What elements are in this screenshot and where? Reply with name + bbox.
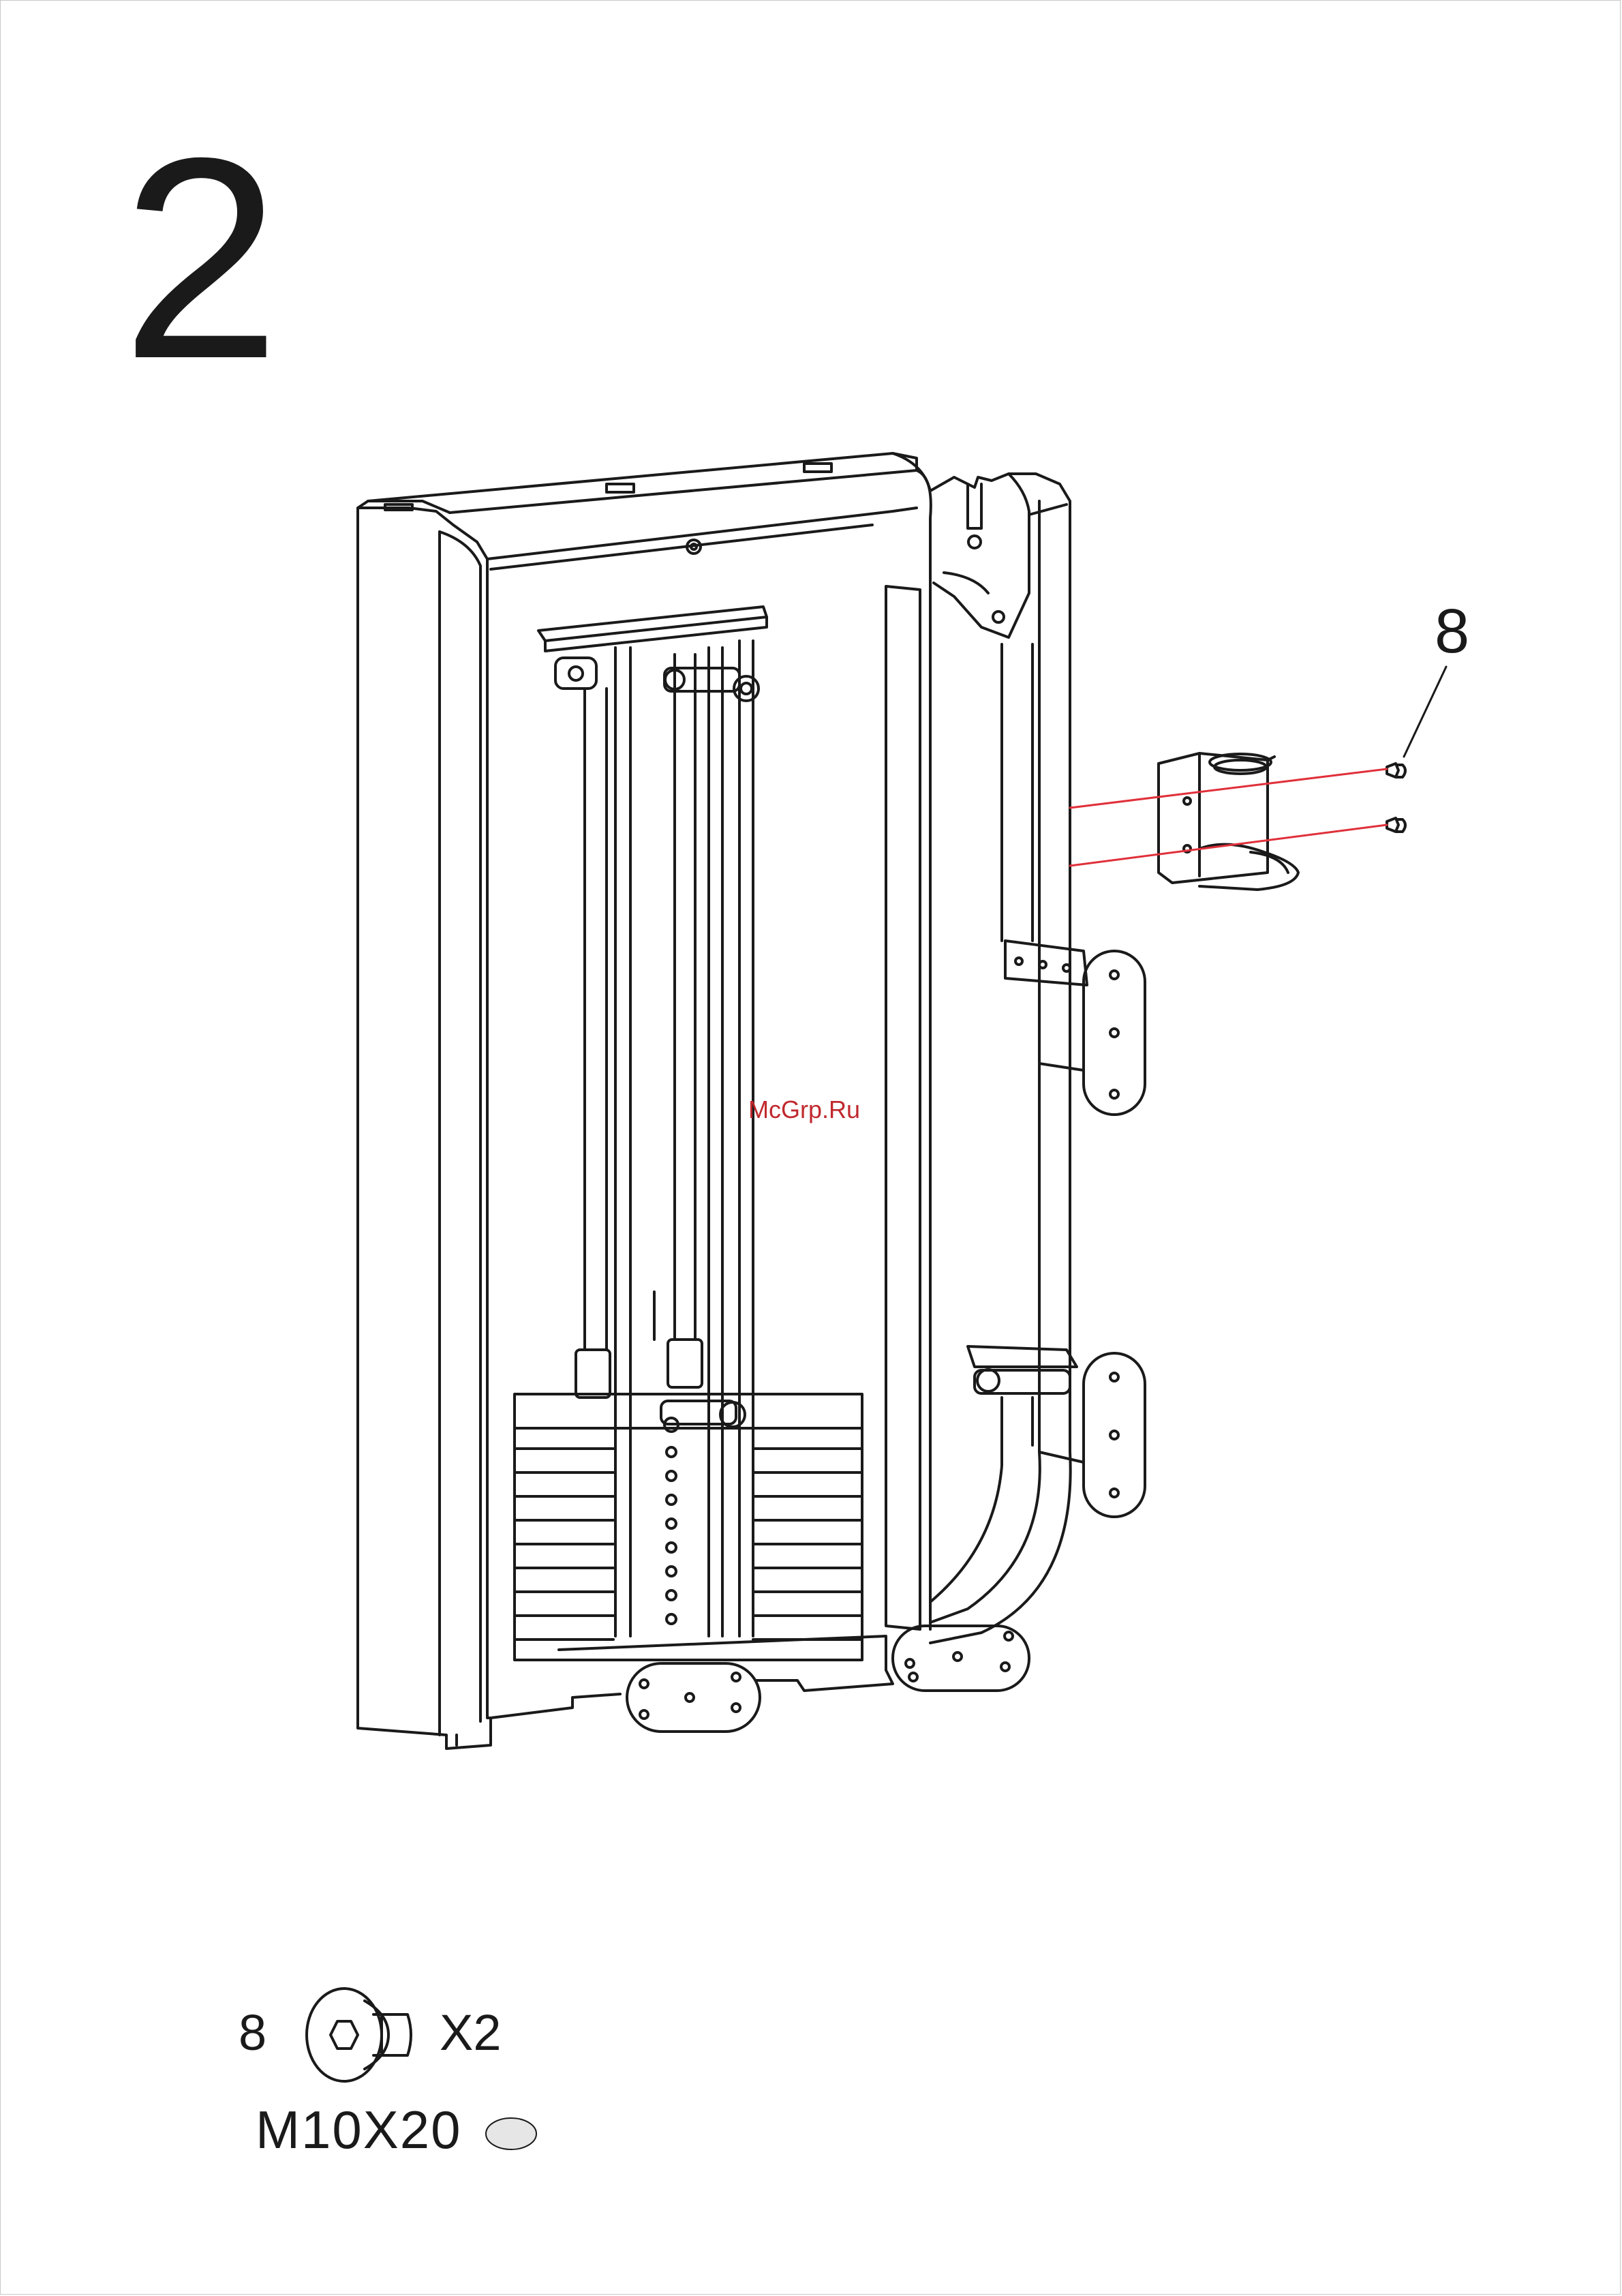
weight-stack [515, 1394, 862, 1660]
hardware-quantity: X2 [440, 2008, 502, 2058]
center-upright [886, 453, 931, 1629]
top-crossbeam [368, 453, 917, 569]
assembly-line-upper [1070, 769, 1387, 808]
lower-pivot-bracket [968, 1346, 1145, 1517]
watermark: McGrp.Ru [748, 1098, 860, 1122]
guide-rods [576, 641, 753, 1636]
upper-pivot-bracket [1005, 941, 1145, 1115]
left-upright [358, 501, 491, 1749]
bolt-upper [1387, 764, 1405, 777]
assembly-line-lower [1070, 825, 1387, 866]
hex-socket-bolt-icon [307, 1989, 411, 2081]
callout-leader [1404, 667, 1446, 757]
base [491, 1626, 1029, 1732]
hardware-size: M10X20 [256, 2103, 462, 2156]
callout-part-number: 8 [1435, 600, 1469, 663]
accessory-holder [1159, 753, 1298, 890]
top-pulley-plate [538, 607, 767, 701]
washer-icon [486, 2118, 536, 2149]
hardware-part-number: 8 [239, 2008, 266, 2058]
right-upright [930, 474, 1071, 1643]
bolt-lower [1387, 818, 1405, 832]
